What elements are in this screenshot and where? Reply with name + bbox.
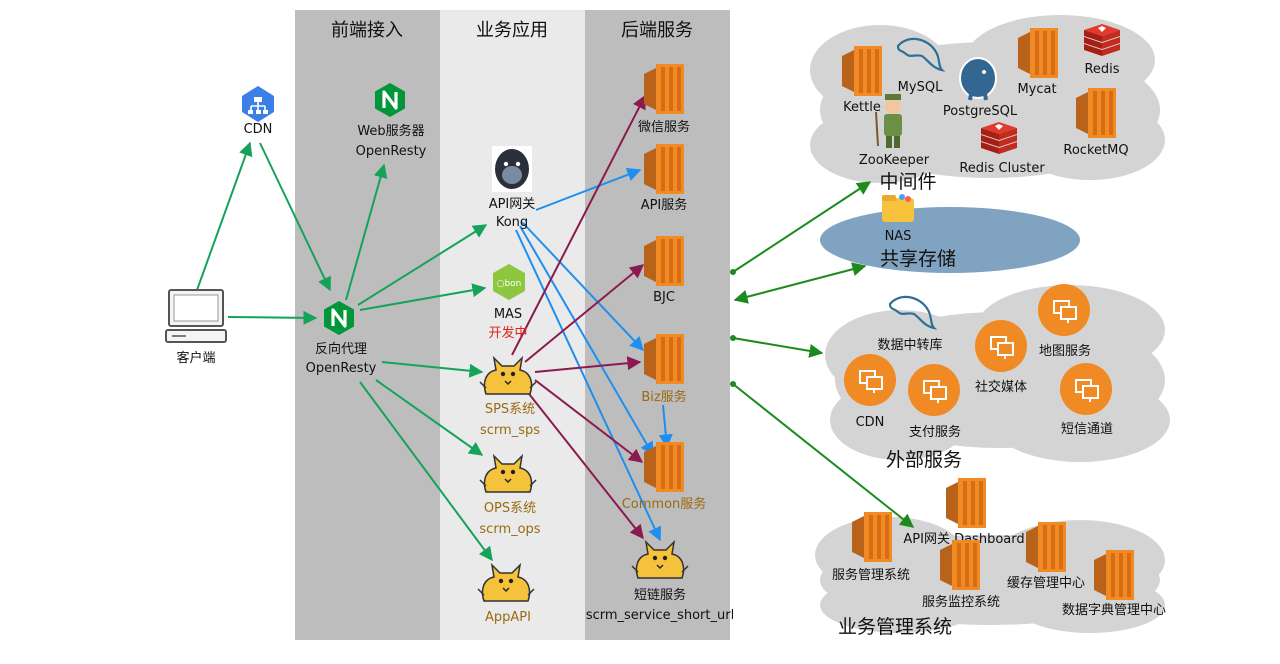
ops-sublabel: scrm_ops	[479, 522, 540, 537]
nas-folder-icon	[882, 194, 914, 222]
redis-cluster-label: Redis Cluster	[959, 161, 1045, 176]
biz-service-label: Biz服务	[641, 389, 686, 405]
redis-icon	[1084, 24, 1120, 56]
web-server-label: Web服务器	[357, 123, 424, 139]
sms-channel-icon	[1059, 362, 1113, 416]
social-media-label: 社交媒体	[975, 379, 1027, 395]
payment-service-icon	[907, 363, 961, 417]
mas-status: 开发中	[488, 325, 527, 341]
redis-label: Redis	[1084, 62, 1119, 77]
client-desktop-icon	[165, 289, 227, 343]
connections	[196, 94, 915, 562]
map-service-icon	[1037, 283, 1091, 337]
social-media-icon	[974, 319, 1028, 373]
map-service-label: 地图服务	[1039, 343, 1091, 359]
external-title: 外部服务	[886, 449, 962, 471]
mycat-icon	[1018, 28, 1058, 78]
mycat-label: Mycat	[1017, 82, 1056, 97]
reverse-proxy-sublabel: OpenResty	[306, 361, 377, 376]
zookeeper-icon	[875, 94, 902, 148]
connector-dot	[730, 335, 736, 341]
storage-title: 共享存储	[880, 248, 956, 270]
sps-sublabel: scrm_sps	[480, 423, 540, 438]
api-service-label: API服务	[641, 197, 688, 213]
mas-label: MAS	[494, 307, 522, 322]
rocketmq-icon	[1076, 88, 1116, 138]
kong-gorilla-icon	[492, 146, 532, 192]
service-monitor-label: 服务监控系统	[922, 594, 1000, 610]
common-service-icon	[644, 442, 684, 492]
kettle-icon	[842, 46, 882, 96]
postgresql-elephant-icon	[959, 57, 997, 101]
dict-center-icon	[1094, 550, 1134, 600]
external-cdn-label: CDN	[856, 415, 885, 430]
connector-dot	[730, 269, 736, 275]
api-gateway-label: API网关	[489, 197, 536, 212]
cache-center-label: 缓存管理中心	[1007, 576, 1085, 591]
sps-label: SPS系统	[485, 402, 535, 417]
client-label: 客户端	[176, 350, 215, 366]
service-monitor-icon	[940, 540, 980, 590]
nas-label: NAS	[885, 229, 912, 244]
mysql-label: MySQL	[898, 80, 943, 95]
cdn-label: CDN	[244, 122, 273, 137]
biz-service-icon	[644, 334, 684, 384]
web-server-sublabel: OpenResty	[356, 144, 427, 159]
payment-service-label: 支付服务	[909, 424, 961, 440]
gateway-dashboard-label: API网关 Dashboard	[903, 532, 1024, 547]
data-relay-label: 数据中转库	[877, 337, 942, 353]
wechat-service-label: 微信服务	[638, 119, 690, 135]
connector-dot	[730, 381, 736, 387]
svg-text:○bon: ○bon	[497, 279, 522, 289]
middleware-title: 中间件	[879, 171, 936, 193]
api-gateway-sublabel: Kong	[496, 215, 528, 230]
management-title: 业务管理系统	[838, 616, 952, 638]
ops-label: OPS系统	[484, 501, 536, 516]
bjc-service-label: BJC	[653, 290, 675, 305]
frontend-column-title: 前端接入	[331, 20, 403, 41]
reverse-proxy-label: 反向代理	[315, 341, 367, 357]
backend-column-title: 后端服务	[621, 20, 693, 41]
mas-icon: ○bon	[493, 264, 525, 300]
zookeeper-label: ZooKeeper	[859, 153, 930, 168]
wechat-service-icon	[644, 64, 684, 114]
redis-cluster-icon	[981, 122, 1017, 154]
short-link-sublabel: scrm_service_short_url	[586, 608, 734, 623]
service-mgmt-label: 服务管理系统	[832, 567, 910, 583]
service-mgmt-icon	[852, 512, 892, 562]
rocketmq-label: RocketMQ	[1063, 143, 1128, 158]
short-link-label: 短链服务	[634, 587, 686, 603]
business-column-title: 业务应用	[476, 20, 548, 41]
postgresql-label: PostgreSQL	[943, 104, 1018, 119]
shared-storage-disk	[820, 207, 1080, 273]
kettle-label: Kettle	[843, 100, 881, 115]
external-cdn-icon	[843, 353, 897, 407]
business-column	[440, 10, 585, 640]
cache-center-icon	[1026, 522, 1066, 572]
gateway-dashboard-icon	[946, 478, 986, 528]
common-service-label: Common服务	[622, 496, 707, 512]
api-service-icon	[644, 144, 684, 194]
sms-channel-label: 短信通道	[1061, 422, 1113, 437]
bjc-service-icon	[644, 236, 684, 286]
cdn-icon	[242, 86, 274, 122]
middleware-cloud	[810, 15, 1165, 183]
dict-center-label: 数据字典管理中心	[1062, 603, 1166, 618]
frontend-column	[295, 10, 440, 640]
appapi-label: AppAPI	[485, 610, 531, 625]
